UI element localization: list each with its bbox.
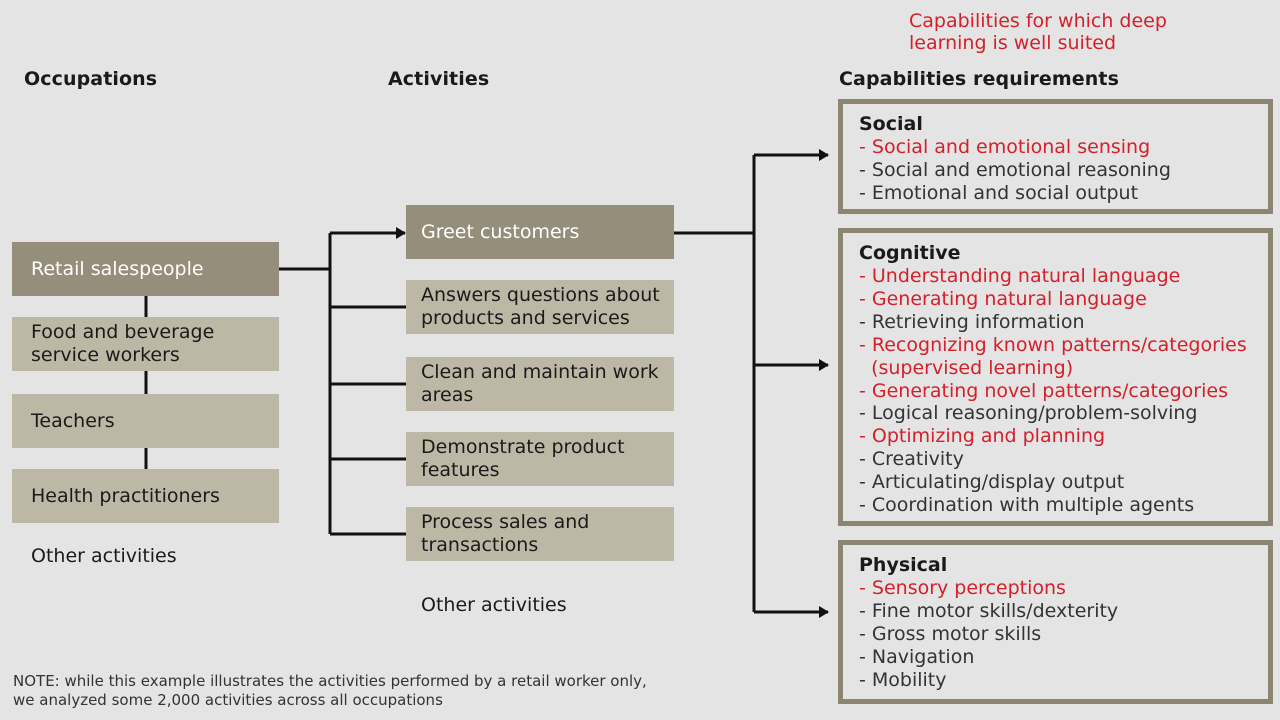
occupation-box: Food and beverage service workers [12, 317, 279, 371]
capability-item: - Articulating/display output [859, 471, 1125, 494]
activity-label: Answers questions about products and ser… [421, 284, 660, 329]
activity-label: Demonstrate product features [421, 436, 625, 481]
header-capabilities: Capabilities requirements [839, 68, 1119, 90]
capability-item: - Optimizing and planning [859, 425, 1106, 448]
activity-greet-customers: Greet customers [406, 205, 674, 259]
capability-item: - Sensory perceptions [859, 577, 1066, 599]
capability-item: - Coordination with multiple agents [859, 494, 1195, 517]
capability-cognitive: Cognitive - Understanding natural langua… [838, 228, 1273, 526]
capability-item: - Recognizing known patterns/categories [859, 333, 1247, 356]
header-occupations: Occupations [24, 68, 158, 90]
occupation-label: Retail salespeople [31, 257, 204, 280]
capability-item: - Creativity [859, 448, 964, 471]
capability-item: - Emotional and social output [859, 181, 1139, 204]
capability-item: (supervised learning) [859, 356, 1074, 379]
capability-title: Cognitive [859, 242, 961, 264]
capability-item: - Navigation [859, 645, 975, 668]
deep-learning-legend: Capabilities for which deep learning is … [909, 10, 1167, 54]
occupation-retail-salespeople: Retail salespeople [12, 242, 279, 296]
capability-social: Social - Social and emotional sensing- S… [838, 99, 1273, 214]
activity-label: Process sales and transactions [421, 511, 590, 556]
occupation-label: Teachers [31, 409, 115, 432]
occupations-other: Other activities [31, 545, 177, 567]
capability-title: Physical [859, 554, 948, 576]
footnote-line: we analyzed some 2,000 activities across… [13, 691, 443, 709]
activity-box: Process sales and transactions [406, 507, 674, 561]
activity-box: Clean and maintain work areas [406, 357, 674, 411]
capability-list: - Sensory perceptions- Fine motor skills… [859, 577, 1268, 692]
activity-box: Demonstrate product features [406, 432, 674, 486]
footnote-line: NOTE: while this example illustrates the… [13, 672, 647, 690]
capability-item: - Generating novel patterns/categories [859, 379, 1228, 402]
activity-label: Clean and maintain work areas [421, 361, 659, 406]
capability-item: - Fine motor skills/dexterity [859, 599, 1119, 622]
occupation-box: Health practitioners [12, 469, 279, 523]
capability-item: - Understanding natural language [859, 265, 1181, 287]
capability-title: Social [859, 113, 923, 135]
capability-item: - Retrieving information [859, 310, 1085, 333]
capability-item: - Generating natural language [859, 287, 1147, 310]
capability-list: - Understanding natural language- Genera… [859, 265, 1268, 517]
occupation-box: Teachers [12, 394, 279, 448]
occupation-label: Health practitioners [31, 484, 220, 507]
capability-item: - Logical reasoning/problem-solving [859, 402, 1198, 425]
header-activities: Activities [388, 68, 490, 90]
capability-item: - Social and emotional sensing [859, 136, 1151, 158]
capability-item: - Social and emotional reasoning [859, 158, 1171, 181]
capability-list: - Social and emotional sensing- Social a… [859, 136, 1268, 205]
capability-physical: Physical - Sensory perceptions- Fine mot… [838, 540, 1273, 704]
capability-item: - Mobility [859, 668, 947, 691]
activity-label: Greet customers [421, 220, 580, 243]
capability-item: - Gross motor skills [859, 622, 1042, 645]
footnote: NOTE: while this example illustrates the… [13, 672, 647, 710]
activities-other: Other activities [421, 594, 567, 616]
activity-box: Answers questions about products and ser… [406, 280, 674, 334]
occupation-label: Food and beverage service workers [31, 321, 215, 366]
